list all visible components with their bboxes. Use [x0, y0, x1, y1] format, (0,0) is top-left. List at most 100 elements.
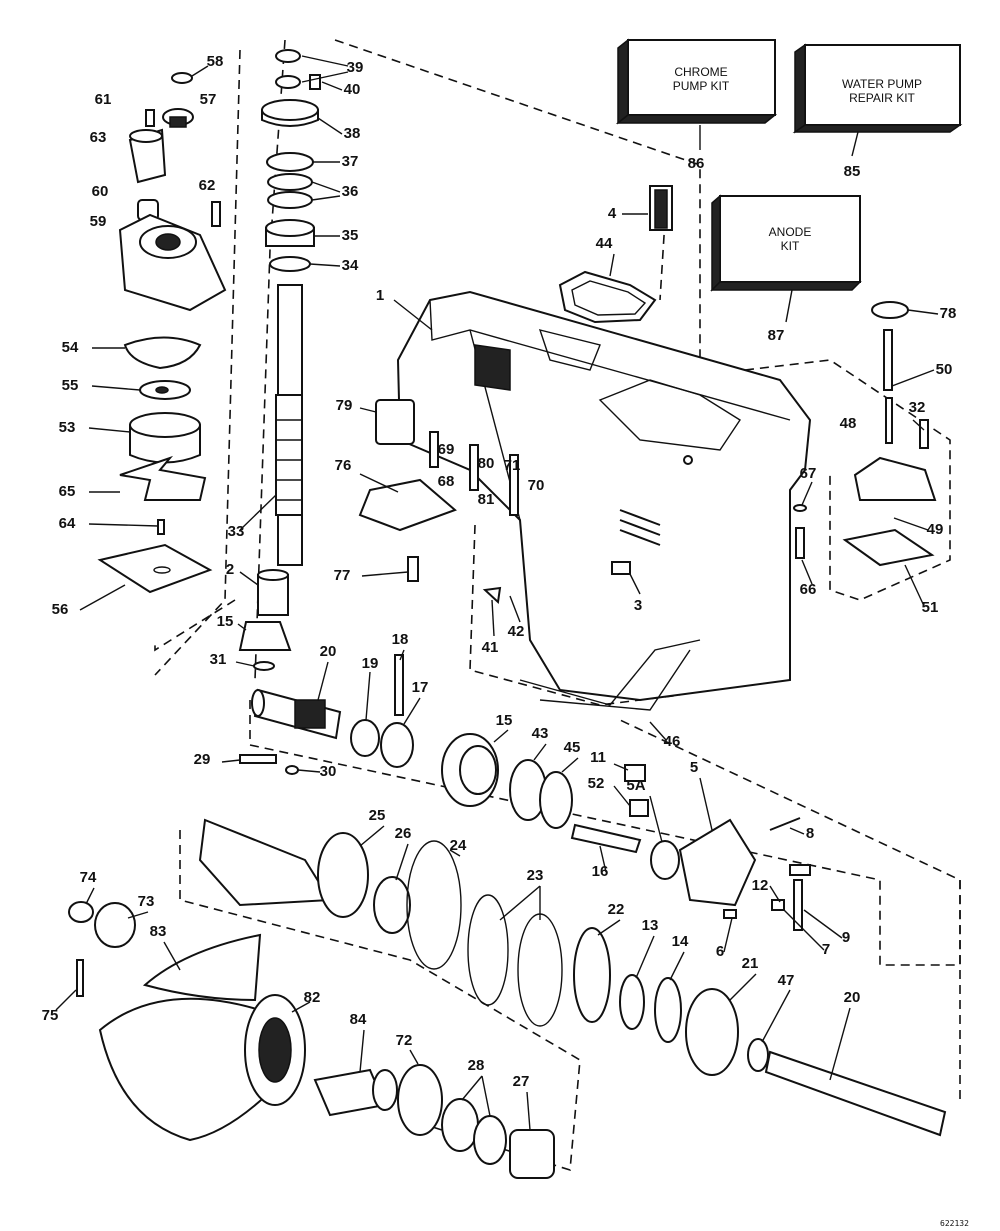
callout-61: 61	[95, 91, 112, 108]
callout-53: 53	[59, 419, 76, 436]
driveshaft-parts	[238, 49, 321, 671]
callout-4: 4	[608, 205, 617, 222]
callout-56: 56	[52, 601, 69, 618]
callout-58: 58	[207, 53, 224, 70]
water-pump-parts	[97, 72, 227, 594]
callout-30: 30	[320, 763, 337, 780]
callout-21: 21	[742, 955, 759, 972]
callout-38: 38	[344, 125, 361, 142]
callout-85: 85	[844, 163, 861, 180]
callout-87: 87	[768, 327, 785, 344]
callout-78: 78	[940, 305, 957, 322]
kit-86-line1: CHROME	[674, 65, 727, 79]
callout-80: 80	[478, 455, 495, 472]
callout-34: 34	[342, 257, 359, 274]
callout-17: 17	[412, 679, 429, 696]
callout-15: 15	[496, 712, 513, 729]
kit-87-line1: ANODE	[769, 225, 812, 239]
callout-65: 65	[59, 483, 76, 500]
callout-69: 69	[438, 441, 455, 458]
callout-1: 1	[376, 287, 384, 304]
callout-22: 22	[608, 901, 625, 918]
callout-3: 3	[634, 597, 642, 614]
callout-82: 82	[304, 989, 321, 1006]
kit-86-line2: PUMP KIT	[673, 79, 730, 93]
callout-6: 6	[716, 943, 724, 960]
callout-25: 25	[369, 807, 386, 824]
callout-5A: 5A	[626, 777, 645, 794]
callout-73: 73	[138, 893, 155, 910]
dashed-guides	[154, 39, 961, 1172]
callout-42: 42	[508, 623, 525, 640]
callout-33: 33	[228, 523, 245, 540]
callout-81: 81	[478, 491, 495, 508]
callout-68: 68	[438, 473, 455, 490]
leader-lines	[55, 55, 939, 1131]
callout-75: 75	[42, 1007, 59, 1024]
callout-26: 26	[395, 825, 412, 842]
kit-85-line1: WATER PUMP	[842, 77, 922, 91]
trim-tab-plate	[358, 478, 457, 532]
kit-87-line2: KIT	[781, 239, 800, 253]
callout-19: 19	[362, 655, 379, 672]
callout-63: 63	[90, 129, 107, 146]
callout-50: 50	[936, 361, 953, 378]
callout-8: 8	[806, 825, 814, 842]
callout-77: 77	[334, 567, 351, 584]
callout-66: 66	[800, 581, 817, 598]
callout-5: 5	[690, 759, 698, 776]
callout-41: 41	[482, 639, 499, 656]
callout-24: 24	[450, 837, 467, 854]
callout-37: 37	[342, 153, 359, 170]
callout-64: 64	[59, 515, 76, 532]
callout-28: 28	[468, 1057, 485, 1074]
callout-51: 51	[922, 599, 939, 616]
callout-72: 72	[396, 1032, 413, 1049]
kit-85-line2: REPAIR KIT	[849, 91, 915, 105]
callout-45: 45	[564, 739, 581, 756]
callout-18: 18	[392, 631, 409, 648]
callout-32: 32	[909, 399, 926, 416]
callout-71: 71	[504, 457, 521, 474]
callout-29: 29	[194, 751, 211, 768]
callout-76: 76	[335, 457, 352, 474]
gear-train-parts	[198, 654, 947, 1137]
kit-labels: CHROME PUMP KIT WATER PUMP REPAIR KIT AN…	[673, 65, 922, 253]
callout-2: 2	[226, 561, 234, 578]
callout-83: 83	[150, 923, 167, 940]
callout-16: 16	[592, 863, 609, 880]
callout-11: 11	[590, 749, 606, 766]
callout-15: 15	[217, 613, 234, 630]
callout-35: 35	[342, 227, 359, 244]
callout-52: 52	[588, 775, 605, 792]
callout-62: 62	[199, 177, 216, 194]
callout-84: 84	[350, 1011, 367, 1028]
callout-7: 7	[822, 941, 830, 958]
callout-46: 46	[664, 733, 681, 750]
callout-60: 60	[92, 183, 109, 200]
callout-40: 40	[344, 81, 361, 98]
callout-67: 67	[800, 465, 817, 482]
kit-box-water-pump	[792, 43, 963, 134]
callout-23: 23	[527, 867, 544, 884]
callout-20: 20	[320, 643, 337, 660]
callout-48: 48	[840, 415, 857, 432]
callout-70: 70	[528, 477, 545, 494]
callout-13: 13	[642, 917, 659, 934]
callout-20: 20	[844, 989, 861, 1006]
callout-9: 9	[842, 929, 850, 946]
callout-55: 55	[62, 377, 79, 394]
callout-31: 31	[210, 651, 227, 668]
callout-47: 47	[778, 972, 795, 989]
callout-74: 74	[80, 869, 97, 886]
callout-14: 14	[672, 933, 689, 950]
callout-44: 44	[596, 235, 613, 252]
callout-27: 27	[513, 1073, 530, 1090]
diagram-code: 622132	[940, 1219, 969, 1228]
callout-59: 59	[90, 213, 107, 230]
callout-54: 54	[62, 339, 79, 356]
callout-12: 12	[752, 877, 769, 894]
callout-36: 36	[342, 183, 359, 200]
